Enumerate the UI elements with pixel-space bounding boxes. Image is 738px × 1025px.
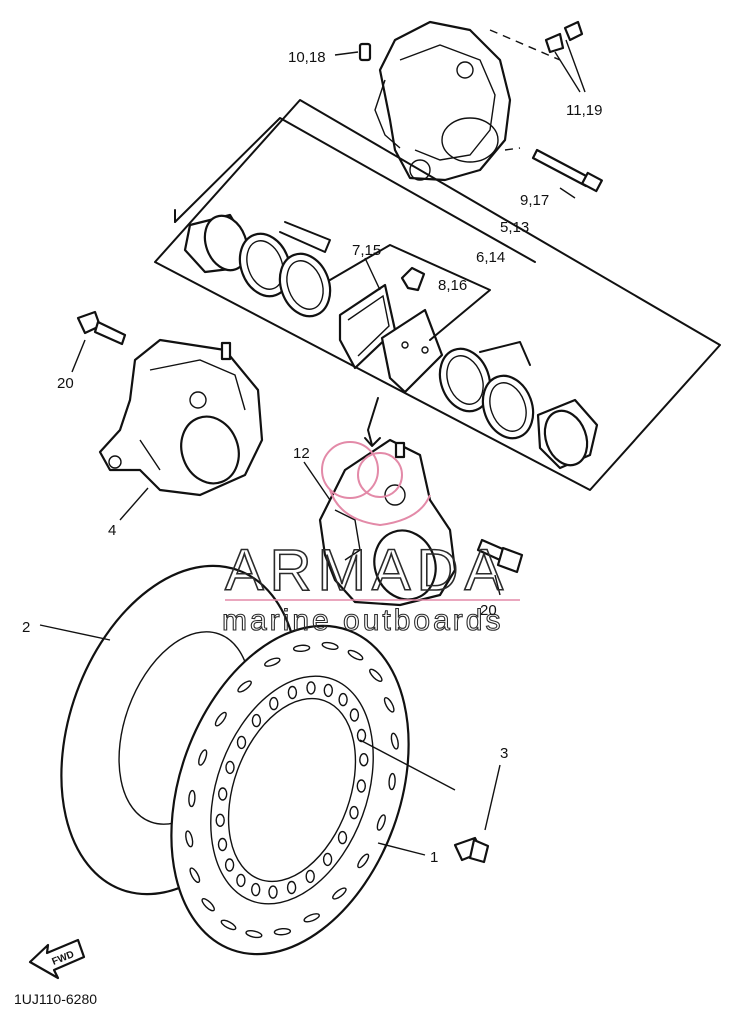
disc-hole xyxy=(359,753,369,767)
disc-hole xyxy=(217,837,228,852)
seal-ring-right-1 xyxy=(438,347,492,413)
watermark-tagline: marine outboards xyxy=(222,604,503,637)
disc-slot xyxy=(188,789,196,808)
disc-hole xyxy=(250,882,261,897)
watermark-brand: ARMADA xyxy=(225,538,509,603)
disc-hole xyxy=(349,708,360,722)
disc-hole xyxy=(356,779,366,793)
right-caliper-assembly xyxy=(303,438,457,607)
disc-hole xyxy=(225,760,235,775)
disc-hole xyxy=(286,880,297,895)
disc-hole xyxy=(305,869,315,884)
watermark-logo: ARMADA marine outboards xyxy=(221,441,520,638)
seal-ring-right-2 xyxy=(481,374,535,440)
callout-6-14: 6,14 xyxy=(476,249,505,266)
disc-slot xyxy=(264,657,281,667)
disc-hole xyxy=(322,852,333,867)
callout-10-18: 10,18 xyxy=(288,49,326,66)
disc-hole xyxy=(287,685,298,700)
disc-hole xyxy=(236,735,247,750)
brake-disc-front xyxy=(170,624,426,956)
disc-slot xyxy=(237,680,252,693)
brake-pad-right xyxy=(380,308,444,394)
disc-slot xyxy=(303,913,320,923)
caliper-bolt-part-11-19 xyxy=(544,20,586,93)
callout-8-16: 8,16 xyxy=(438,277,467,294)
disc-slot xyxy=(273,927,292,936)
disc-slot xyxy=(198,749,208,766)
disc-mount-holes xyxy=(215,681,369,899)
disc-hole xyxy=(217,787,228,801)
callout-4: 4 xyxy=(108,522,116,539)
disc-hole xyxy=(338,692,348,707)
disc-slot xyxy=(245,930,263,939)
caliper-pin-part xyxy=(531,148,603,199)
disc-slot xyxy=(220,919,237,931)
disc-hole xyxy=(323,683,333,698)
piston-left xyxy=(183,213,250,274)
callout-3: 3 xyxy=(500,745,508,762)
left-caliper-assembly xyxy=(98,338,264,521)
disc-hole xyxy=(224,858,235,872)
disc-slot xyxy=(332,887,347,900)
callout-11-19: 11,19 xyxy=(566,102,602,119)
disc-slot xyxy=(376,814,386,831)
disc-slot xyxy=(369,668,383,683)
callout-5-13: 5,13 xyxy=(500,219,529,236)
disc-hole xyxy=(215,813,225,827)
callout-1: 1 xyxy=(430,849,438,866)
callout-9-17: 9,17 xyxy=(520,192,549,209)
disc-slot xyxy=(321,641,339,650)
callout-20-left: 20 xyxy=(57,375,74,392)
disc-slot xyxy=(357,853,370,869)
disc-bolt-3 xyxy=(359,739,501,864)
seal-ring-left-1 xyxy=(238,232,292,298)
fwd-arrow-icon: FWD xyxy=(28,938,86,980)
disc-vent-slots xyxy=(185,641,399,939)
disc-slot xyxy=(347,649,364,661)
disc-slot xyxy=(388,772,396,791)
disc-hole xyxy=(349,805,359,820)
disc-hole xyxy=(251,713,262,728)
disc-slot xyxy=(189,867,201,884)
disc-hole xyxy=(337,830,348,845)
callout-20-right: 20 xyxy=(480,602,497,619)
callout-7-15: 7,15 xyxy=(352,242,381,259)
disc-hole xyxy=(268,885,278,899)
upper-caliper-body xyxy=(374,20,512,182)
bolt-20-left xyxy=(71,310,127,373)
bleed-screw-part xyxy=(334,42,372,62)
piston-seal-kit-box xyxy=(154,99,721,491)
disc-hole xyxy=(306,681,316,695)
seal-ring-left-2 xyxy=(278,252,332,318)
disc-slot xyxy=(201,897,215,912)
disc-slot xyxy=(292,644,311,653)
callout-2: 2 xyxy=(22,619,30,636)
brake-pad-left xyxy=(338,283,397,370)
piston-right xyxy=(536,398,599,470)
disc-hole xyxy=(269,696,279,711)
disc-slot xyxy=(383,696,395,713)
disc-slot xyxy=(390,732,399,750)
disc-slot xyxy=(185,830,194,848)
callout-12: 12 xyxy=(293,445,310,462)
pad-spring-clip xyxy=(400,266,426,292)
bolt-20-right xyxy=(476,538,524,596)
disc-slot xyxy=(214,711,227,727)
diagram-code: 1UJ110-6280 xyxy=(14,991,97,1007)
disc-hole xyxy=(236,873,246,888)
